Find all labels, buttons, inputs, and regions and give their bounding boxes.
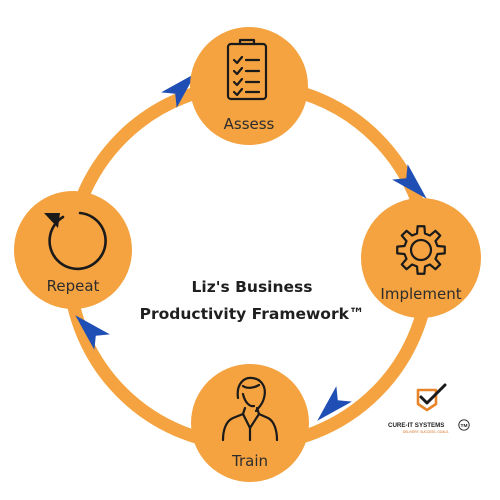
arrow-to-assess	[161, 73, 196, 108]
trademark-mark: TM	[461, 423, 468, 429]
logo-tagline: DELIVERY. SUCCESS. GOALS.	[403, 430, 449, 434]
arrow-to-train	[317, 386, 352, 421]
refresh-icon	[44, 211, 107, 271]
arrow-to-repeat	[75, 315, 110, 350]
node-label-implement: Implement	[380, 285, 461, 303]
center-title-line-1: Liz's Business	[192, 278, 313, 296]
person-icon	[221, 376, 279, 442]
arrow-to-implement	[392, 164, 427, 199]
shield-check-icon	[416, 383, 447, 412]
node-train: Train	[191, 364, 309, 482]
node-label-train: Train	[231, 452, 268, 470]
node-repeat: Repeat	[14, 191, 132, 309]
center-title-line-2: Productivity Framework™	[140, 305, 365, 323]
brand-logo: CURE-IT SYSTEMS TM DELIVERY. SUCCESS. GO…	[388, 383, 470, 434]
node-implement: Implement	[361, 198, 481, 318]
logo-name: CURE-IT SYSTEMS	[388, 422, 444, 429]
trademark-badge: TM	[458, 419, 470, 431]
gear-icon	[396, 225, 446, 275]
node-assess: Assess	[190, 27, 308, 145]
node-label-assess: Assess	[224, 115, 275, 133]
clipboard-checklist-icon	[226, 38, 268, 101]
node-label-repeat: Repeat	[47, 277, 100, 295]
